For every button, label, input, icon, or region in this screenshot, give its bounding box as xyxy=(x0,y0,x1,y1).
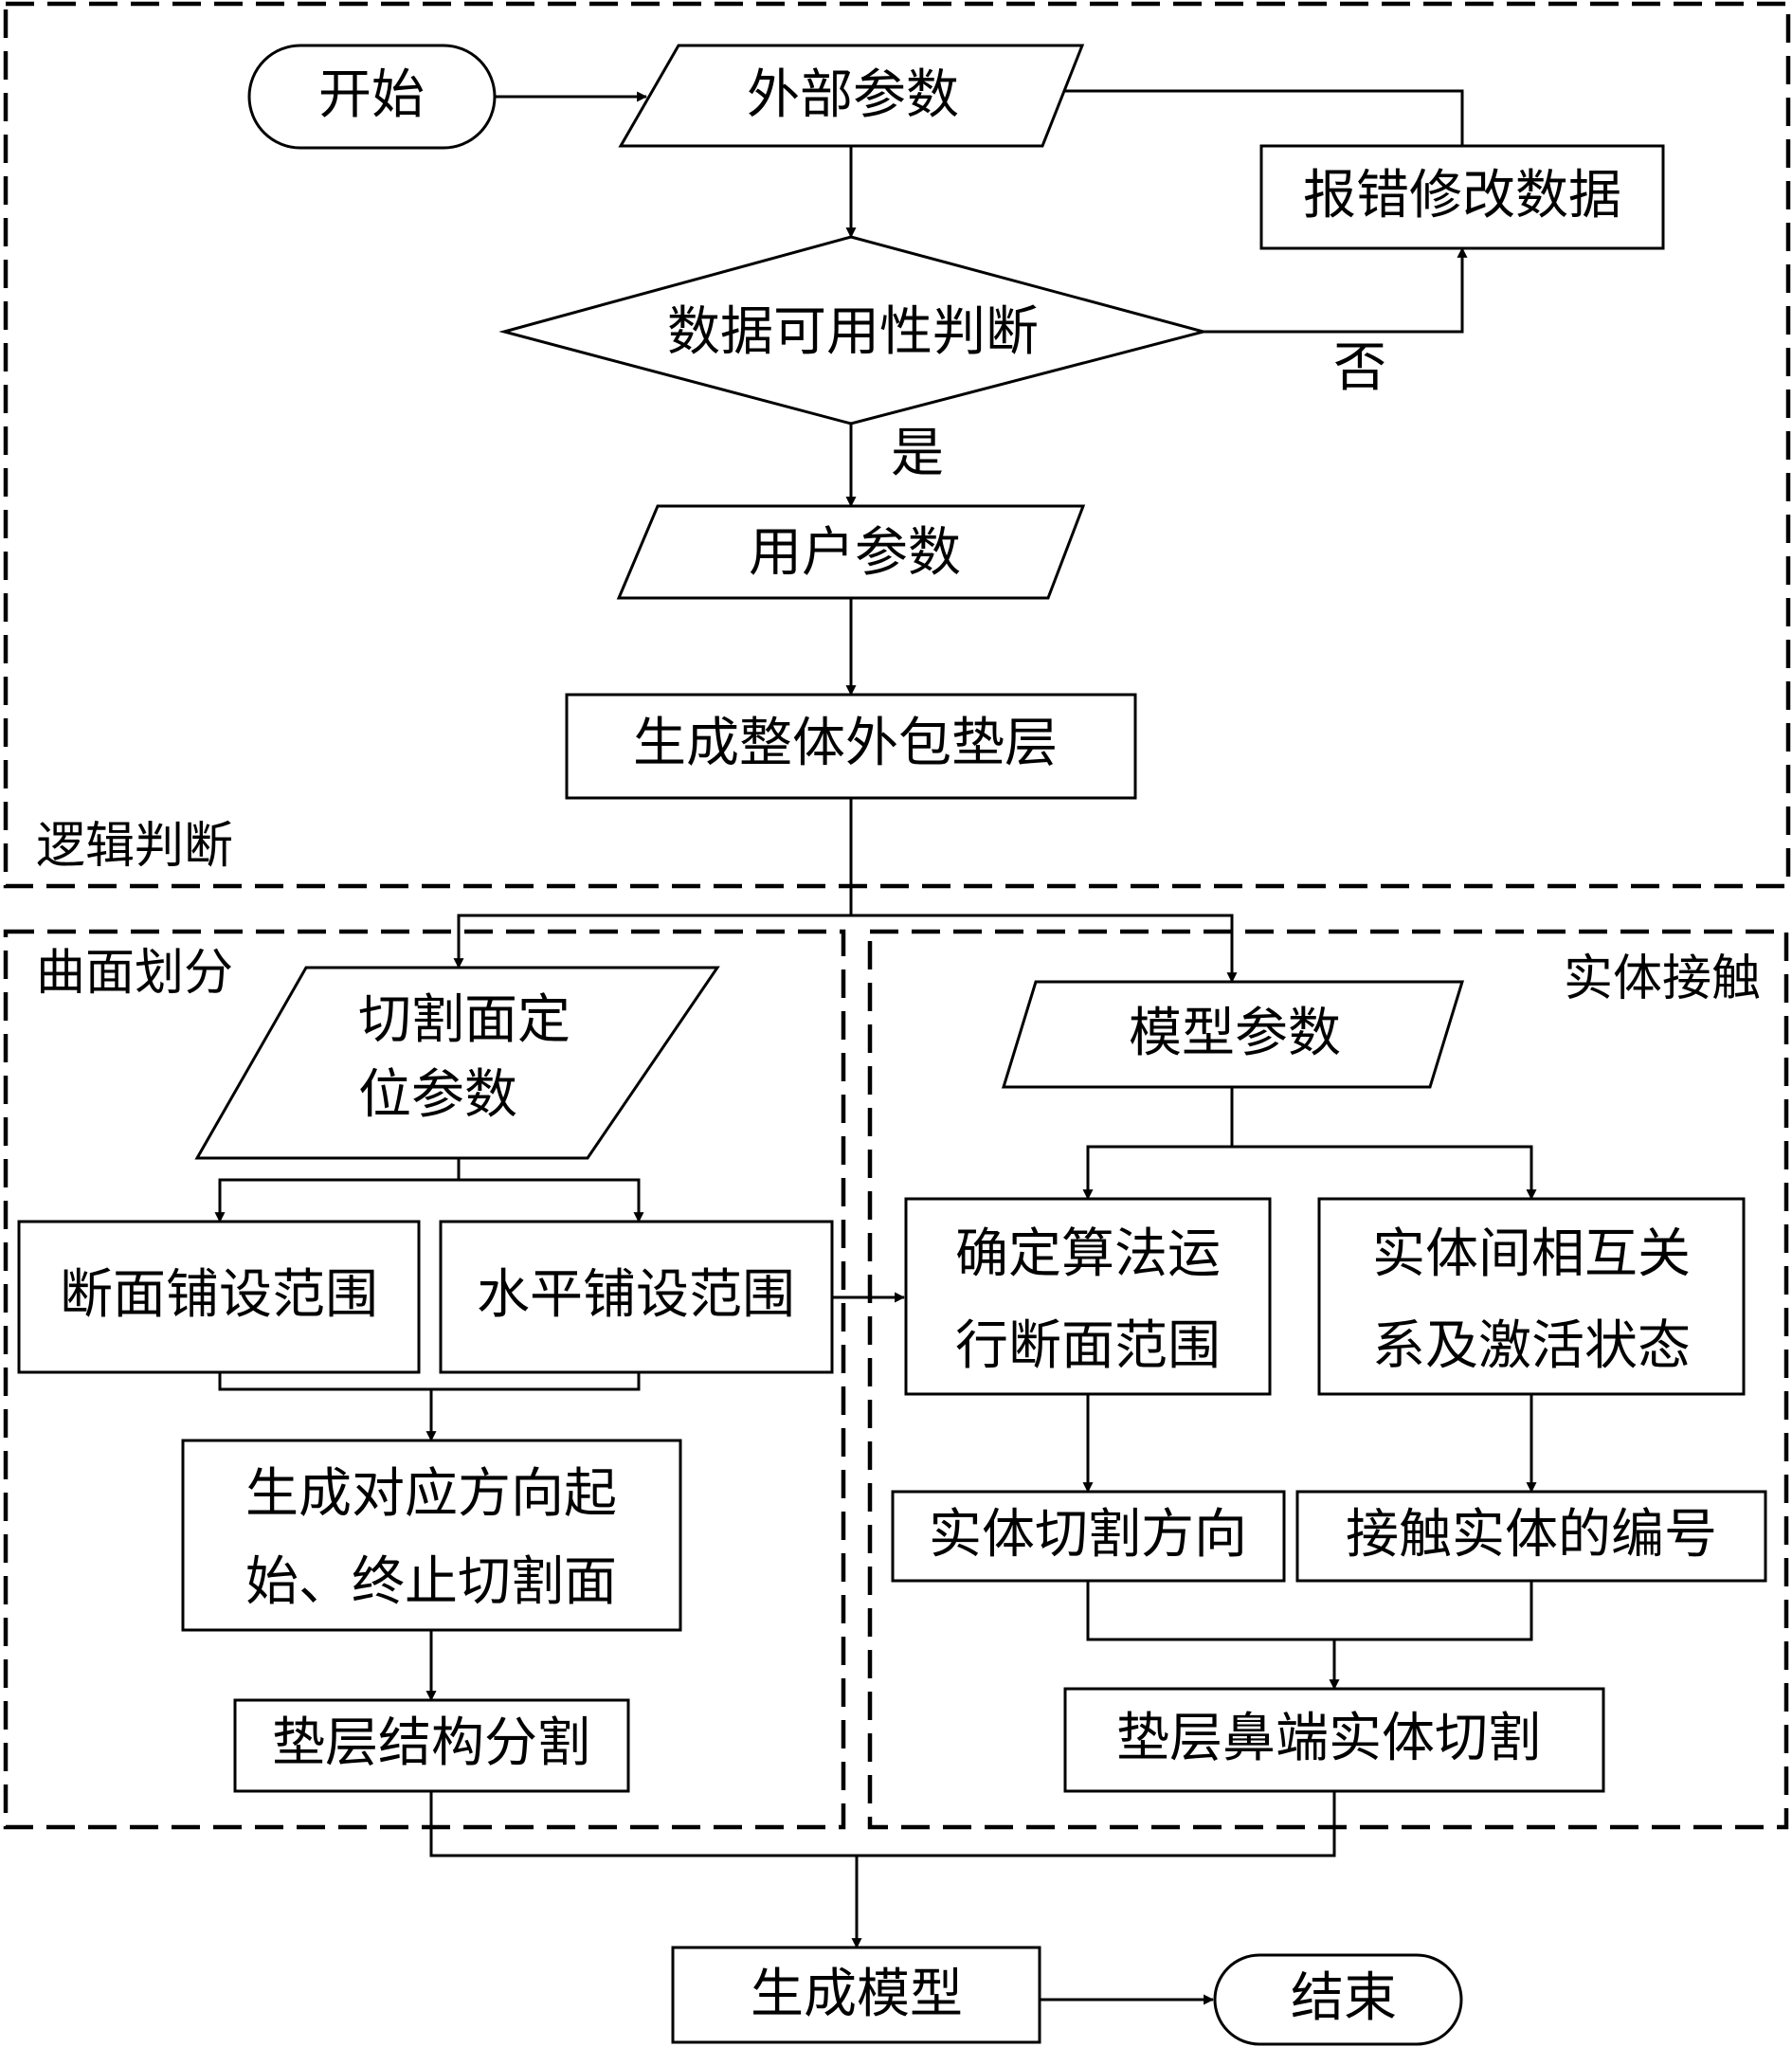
end-terminal xyxy=(1213,1953,1463,2046)
no-branch-label: 否 xyxy=(1333,337,1386,399)
group-logic-label: 逻辑判断 xyxy=(36,818,233,875)
external-params-label: 外部参数 xyxy=(747,64,959,126)
gen-cut-planes-box xyxy=(181,1439,682,1632)
edge-model-relation xyxy=(1232,1145,1537,1201)
horizontal-range-label: 水平铺设范围 xyxy=(477,1264,795,1326)
end-label: 结束 xyxy=(1291,1967,1397,2029)
availability-decision xyxy=(498,235,1209,426)
split-structure-label: 垫层结构分割 xyxy=(272,1712,590,1774)
nose-cut-label: 垫层鼻端实体切割 xyxy=(1116,1708,1541,1769)
edge-cutparams-section xyxy=(214,1178,459,1223)
start-label: 开始 xyxy=(318,64,425,126)
horizontal-range-box xyxy=(439,1220,834,1374)
algo-range-line1: 确定算法运 xyxy=(955,1223,1221,1285)
edge-merge-cut-contact xyxy=(1086,1581,1533,1641)
generate-cushion-label: 生成整体外包垫层 xyxy=(633,713,1058,774)
edge-error-external xyxy=(1052,85,1464,146)
gen-cut-planes-line2: 始、终止切割面 xyxy=(245,1551,617,1613)
yes-branch-label: 是 xyxy=(891,423,944,484)
relation-state-line1: 实体间相互关 xyxy=(1372,1223,1691,1285)
section-range-label: 断面铺设范围 xyxy=(60,1264,378,1326)
availability-label: 数据可用性判断 xyxy=(667,301,1039,363)
edge-merge-ranges xyxy=(218,1372,641,1391)
external-params-io xyxy=(618,44,1085,148)
cut-direction-box xyxy=(891,1490,1286,1583)
cut-params-label-line2: 位参数 xyxy=(358,1064,517,1126)
algo-range-box xyxy=(904,1197,1272,1396)
group-surface-label: 曲面划分 xyxy=(36,945,233,1002)
model-params-label: 模型参数 xyxy=(1129,1003,1341,1064)
edge-cutparams-horizontal xyxy=(459,1178,644,1223)
generate-cushion-box xyxy=(565,693,1137,800)
edge-split-right xyxy=(851,914,1238,984)
user-params-label: 用户参数 xyxy=(749,522,961,584)
error-fix-label: 报错修改数据 xyxy=(1303,165,1621,226)
group-logic-frame xyxy=(3,1,1791,889)
edge-final-merge xyxy=(429,1791,1336,1857)
gen-cut-planes-line1: 生成对应方向起 xyxy=(245,1463,617,1525)
error-fix-box xyxy=(1259,144,1665,250)
cut-direction-label: 实体切割方向 xyxy=(929,1504,1247,1566)
cut-params-label-line1: 切割面定 xyxy=(358,989,570,1051)
split-structure-box xyxy=(233,1698,630,1793)
model-params-io xyxy=(1001,980,1465,1089)
edge-check-error xyxy=(1204,246,1468,334)
group-contact-label: 实体接触 xyxy=(1564,951,1761,1007)
group-surface-frame xyxy=(3,929,846,1830)
relation-state-line2: 系及激活状态 xyxy=(1372,1315,1691,1377)
section-range-box xyxy=(17,1220,421,1374)
algo-range-line2: 行断面范围 xyxy=(955,1315,1221,1377)
generate-model-box xyxy=(671,1946,1041,2044)
start-terminal xyxy=(247,44,497,150)
generate-model-label: 生成模型 xyxy=(751,1964,963,2025)
user-params-io xyxy=(616,504,1086,600)
edge-model-algo xyxy=(1082,1145,1232,1201)
relation-state-box xyxy=(1317,1197,1746,1396)
contact-id-label: 接触实体的编号 xyxy=(1346,1504,1717,1566)
cut-params-io xyxy=(194,966,720,1160)
nose-cut-box xyxy=(1063,1687,1605,1793)
edge-split-left xyxy=(453,914,851,969)
group-contact-frame xyxy=(867,929,1789,1830)
contact-id-box xyxy=(1295,1490,1767,1583)
